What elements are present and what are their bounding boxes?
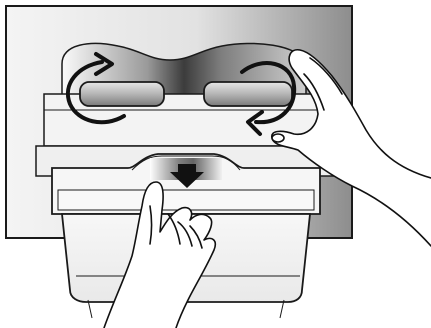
- right-knob: [204, 82, 292, 106]
- left-knob: [80, 82, 164, 106]
